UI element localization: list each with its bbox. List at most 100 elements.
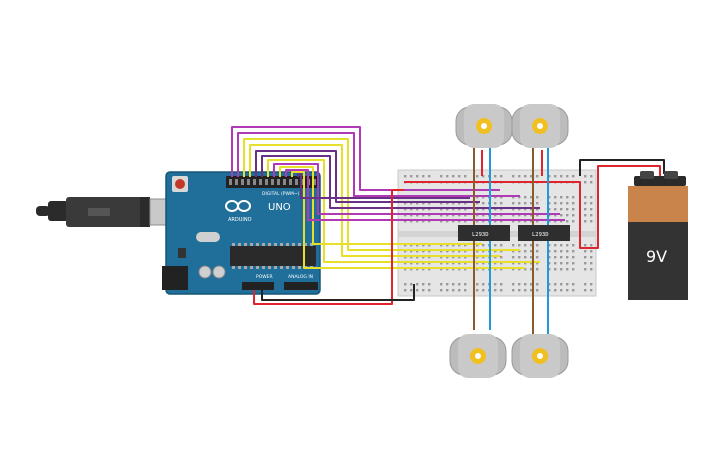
breadboard-hole[interactable] <box>554 244 557 247</box>
breadboard-hole[interactable] <box>518 175 521 178</box>
breadboard-hole[interactable] <box>416 289 419 292</box>
breadboard-hole[interactable] <box>440 256 443 259</box>
wire[interactable] <box>579 159 665 176</box>
breadboard-hole[interactable] <box>566 208 569 211</box>
breadboard-hole[interactable] <box>566 220 569 223</box>
breadboard-hole[interactable] <box>464 220 467 223</box>
breadboard-hole[interactable] <box>512 214 515 217</box>
breadboard-hole[interactable] <box>536 208 539 211</box>
breadboard-hole[interactable] <box>494 283 497 286</box>
breadboard-hole[interactable] <box>428 283 431 286</box>
breadboard-hole[interactable] <box>404 175 407 178</box>
breadboard-hole[interactable] <box>566 262 569 265</box>
breadboard-hole[interactable] <box>524 196 527 199</box>
breadboard-hole[interactable] <box>590 268 593 271</box>
header-pin[interactable] <box>301 179 304 185</box>
breadboard-hole[interactable] <box>416 208 419 211</box>
breadboard-hole[interactable] <box>572 196 575 199</box>
header-pin[interactable] <box>229 179 232 185</box>
breadboard-hole[interactable] <box>584 208 587 211</box>
breadboard-hole[interactable] <box>500 196 503 199</box>
breadboard-hole[interactable] <box>590 244 593 247</box>
breadboard-hole[interactable] <box>530 250 533 253</box>
breadboard-hole[interactable] <box>410 175 413 178</box>
breadboard-hole[interactable] <box>530 196 533 199</box>
breadboard-hole[interactable] <box>422 214 425 217</box>
breadboard-hole[interactable] <box>584 175 587 178</box>
breadboard-hole[interactable] <box>410 262 413 265</box>
breadboard-hole[interactable] <box>548 250 551 253</box>
breadboard-hole[interactable] <box>494 268 497 271</box>
breadboard-hole[interactable] <box>494 220 497 223</box>
breadboard-hole[interactable] <box>416 175 419 178</box>
breadboard-hole[interactable] <box>410 250 413 253</box>
wire[interactable] <box>249 144 500 257</box>
breadboard-hole[interactable] <box>554 250 557 253</box>
breadboard-hole[interactable] <box>566 283 569 286</box>
breadboard-hole[interactable] <box>518 208 521 211</box>
breadboard-hole[interactable] <box>554 268 557 271</box>
breadboard-hole[interactable] <box>572 202 575 205</box>
breadboard-hole[interactable] <box>512 268 515 271</box>
breadboard-hole[interactable] <box>518 289 521 292</box>
breadboard-hole[interactable] <box>530 262 533 265</box>
breadboard-hole[interactable] <box>446 262 449 265</box>
breadboard-hole[interactable] <box>428 256 431 259</box>
header-pin[interactable] <box>313 179 316 185</box>
breadboard-hole[interactable] <box>560 268 563 271</box>
breadboard-hole[interactable] <box>572 289 575 292</box>
breadboard-hole[interactable] <box>446 283 449 286</box>
breadboard-hole[interactable] <box>410 289 413 292</box>
breadboard-hole[interactable] <box>494 244 497 247</box>
breadboard-hole[interactable] <box>446 244 449 247</box>
breadboard-hole[interactable] <box>410 256 413 259</box>
breadboard-hole[interactable] <box>572 268 575 271</box>
breadboard-hole[interactable] <box>524 214 527 217</box>
breadboard-hole[interactable] <box>524 175 527 178</box>
breadboard-hole[interactable] <box>584 268 587 271</box>
breadboard-hole[interactable] <box>524 283 527 286</box>
breadboard-hole[interactable] <box>458 256 461 259</box>
breadboard-hole[interactable] <box>476 244 479 247</box>
breadboard-hole[interactable] <box>440 289 443 292</box>
breadboard-hole[interactable] <box>554 202 557 205</box>
breadboard-hole[interactable] <box>530 283 533 286</box>
breadboard-hole[interactable] <box>494 289 497 292</box>
breadboard-hole[interactable] <box>560 250 563 253</box>
breadboard-hole[interactable] <box>404 250 407 253</box>
breadboard-hole[interactable] <box>518 214 521 217</box>
breadboard-hole[interactable] <box>512 196 515 199</box>
breadboard-hole[interactable] <box>500 202 503 205</box>
breadboard-hole[interactable] <box>590 214 593 217</box>
breadboard-hole[interactable] <box>482 262 485 265</box>
breadboard-hole[interactable] <box>590 175 593 178</box>
breadboard-hole[interactable] <box>410 214 413 217</box>
wire[interactable] <box>243 138 520 251</box>
breadboard-hole[interactable] <box>530 175 533 178</box>
breadboard-hole[interactable] <box>590 196 593 199</box>
breadboard-hole[interactable] <box>482 244 485 247</box>
breadboard-hole[interactable] <box>410 268 413 271</box>
breadboard-hole[interactable] <box>512 289 515 292</box>
breadboard-hole[interactable] <box>446 256 449 259</box>
breadboard-hole[interactable] <box>530 256 533 259</box>
breadboard-hole[interactable] <box>566 214 569 217</box>
breadboard-hole[interactable] <box>416 214 419 217</box>
breadboard-hole[interactable] <box>464 214 467 217</box>
breadboard-hole[interactable] <box>518 256 521 259</box>
breadboard-hole[interactable] <box>452 208 455 211</box>
breadboard-hole[interactable] <box>590 256 593 259</box>
breadboard-hole[interactable] <box>536 220 539 223</box>
breadboard-hole[interactable] <box>512 202 515 205</box>
breadboard-hole[interactable] <box>464 202 467 205</box>
header-pin[interactable] <box>235 179 238 185</box>
breadboard-hole[interactable] <box>494 214 497 217</box>
breadboard-hole[interactable] <box>566 289 569 292</box>
breadboard-hole[interactable] <box>500 256 503 259</box>
breadboard-hole[interactable] <box>560 262 563 265</box>
breadboard-hole[interactable] <box>560 283 563 286</box>
breadboard-hole[interactable] <box>554 175 557 178</box>
breadboard-hole[interactable] <box>548 262 551 265</box>
breadboard-hole[interactable] <box>554 196 557 199</box>
breadboard-hole[interactable] <box>440 202 443 205</box>
